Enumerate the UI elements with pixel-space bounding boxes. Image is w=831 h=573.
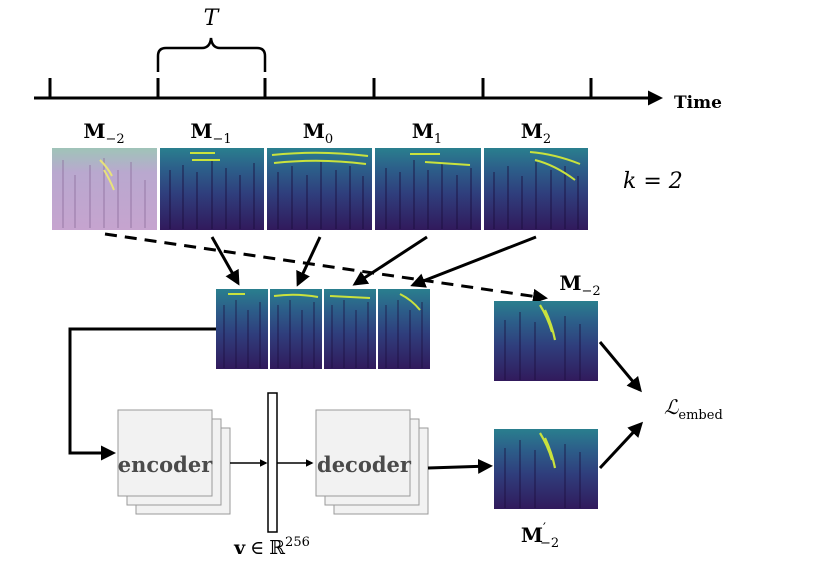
decoder-label: decoder (317, 452, 412, 477)
spectrogram (216, 289, 268, 369)
segment-label: M0 (303, 119, 333, 147)
output-to-loss-arrow (598, 421, 644, 470)
k-label: k = 2 (623, 169, 683, 194)
period-brace: T (156, 6, 267, 72)
spectrogram (378, 289, 430, 369)
spectrogram (160, 148, 264, 230)
spectrogram-masked (52, 148, 157, 230)
encoder-block: encoder (117, 409, 231, 515)
time-axis-label: Time (674, 93, 722, 113)
target-to-loss-arrow (598, 341, 642, 393)
target-dashed-arrow (104, 232, 548, 304)
reconstruction-label: M′−2 (521, 521, 559, 551)
loss-label: ℒembed (664, 395, 723, 423)
context-to-encoder-arrow (68, 327, 216, 461)
spectrogram (267, 148, 372, 230)
reconstructed-spectrogram (494, 429, 598, 509)
context-arrows (210, 235, 537, 288)
spectrogram (375, 148, 481, 230)
context-spectrograms (216, 289, 430, 369)
target-label: M−2 (559, 271, 600, 299)
decoder-block: decoder (315, 409, 429, 515)
spectrogram (324, 289, 376, 369)
input-spectrograms (52, 148, 588, 230)
embedding-label: v∈ℝ256 (233, 535, 310, 559)
segment-label: M2 (521, 119, 551, 147)
segment-label: M−2 (83, 119, 124, 147)
embedding-vector (267, 392, 278, 533)
segment-label: M−1 (190, 119, 231, 147)
period-label: T (204, 6, 221, 31)
decoder-to-output-arrow (427, 458, 493, 474)
target-spectrogram (494, 301, 598, 381)
segment-labels: M−2 M−1 M0 M1 M2 (83, 119, 551, 147)
spectrogram (484, 148, 588, 230)
time-axis: Time (34, 78, 722, 113)
spectrogram (270, 289, 322, 369)
axis-ticks (48, 78, 593, 98)
encoder-label: encoder (118, 452, 213, 477)
segment-label: M1 (412, 119, 442, 147)
